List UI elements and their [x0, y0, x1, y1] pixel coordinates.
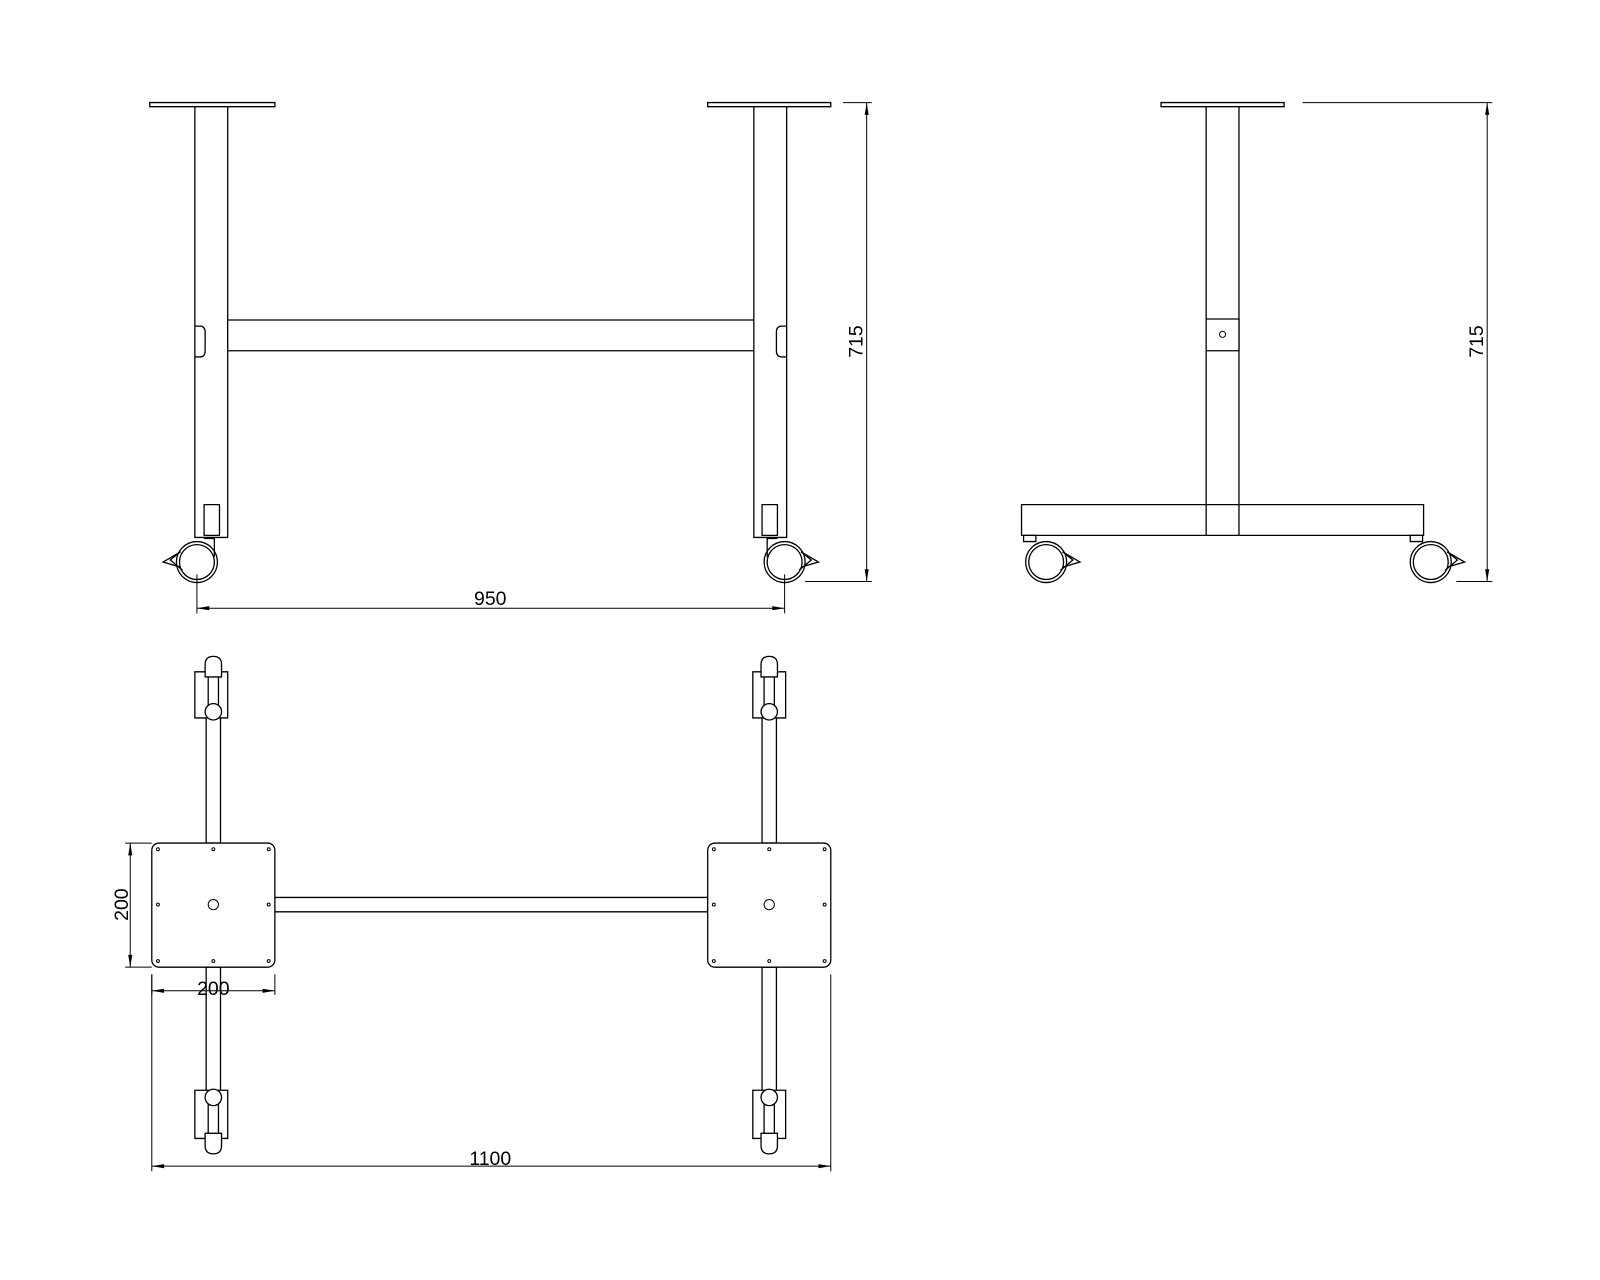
right-caster [764, 538, 818, 582]
dimension-715-side: 715 [1303, 103, 1493, 582]
left-foot [1024, 535, 1036, 541]
left-mounting-plate [152, 843, 275, 967]
left-plate-center-hole [208, 899, 218, 909]
dimension-200-vertical: 200 [111, 843, 152, 967]
right-notch [776, 326, 786, 357]
left-caster [163, 538, 217, 582]
bottom-view: 200 200 1100 [111, 656, 831, 1171]
crossbar [228, 320, 754, 351]
right-leg-bottom [762, 967, 776, 1100]
left-post [195, 107, 228, 538]
left-bottom-caster [195, 1089, 228, 1154]
side-right-caster [1410, 542, 1464, 583]
dimension-715-front-label: 715 [846, 325, 868, 358]
left-foot-insert [204, 505, 219, 536]
left-notch [195, 326, 205, 357]
collar-bolt [1219, 331, 1225, 337]
front-view: 950 715 [150, 103, 872, 614]
dimension-1100: 1100 [152, 974, 831, 1171]
right-plate-center-hole [764, 899, 774, 909]
dimension-200-vertical-label: 200 [111, 888, 133, 921]
dimension-1100-label: 1100 [469, 1148, 511, 1170]
left-leg-top [206, 712, 220, 843]
right-mounting-plate [708, 843, 831, 967]
bottom-crossbar [275, 897, 708, 911]
right-bottom-caster [753, 1089, 786, 1154]
dimension-715-side-label: 715 [1466, 325, 1488, 358]
dimension-715-front: 715 [805, 103, 872, 582]
dimension-950-label: 950 [474, 588, 507, 610]
right-foot-insert [762, 505, 777, 536]
dimension-950: 950 [197, 574, 785, 613]
side-view: 715 [1022, 103, 1493, 583]
dimension-200-horizontal: 200 [152, 974, 275, 1000]
dimension-200-horizontal-label: 200 [197, 978, 230, 1000]
side-left-caster [1026, 542, 1080, 583]
left-top-caster [195, 656, 228, 720]
right-caster-brake [799, 552, 818, 570]
right-top-caster [753, 656, 786, 720]
right-leg-top [762, 712, 776, 843]
side-post-lower [1206, 505, 1239, 536]
right-foot [1410, 535, 1422, 541]
left-caster-brake [163, 552, 182, 570]
side-collar [1206, 319, 1239, 351]
right-post [754, 107, 787, 538]
